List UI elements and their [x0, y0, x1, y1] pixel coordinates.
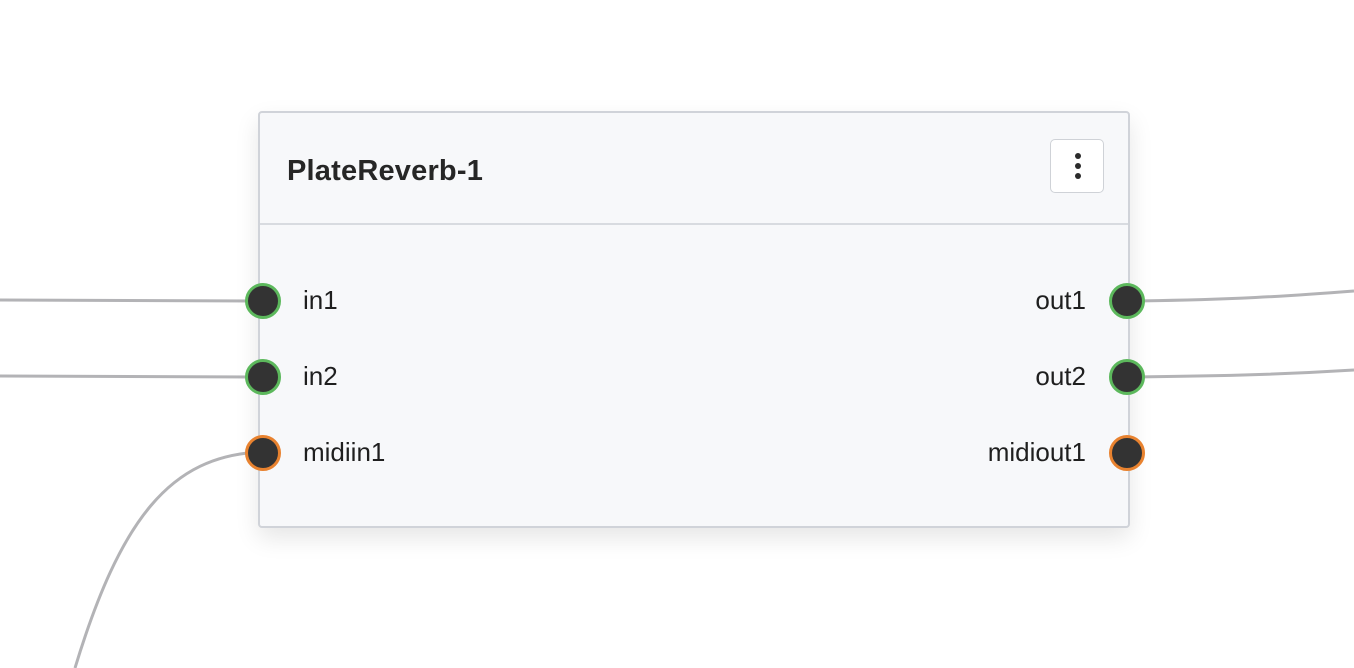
port-label-in2: in2	[303, 361, 338, 391]
wire-in1	[0, 298, 263, 303]
port-in1[interactable]	[245, 283, 281, 319]
wire-midiin1	[73, 450, 263, 668]
port-label-in1: in1	[303, 285, 338, 315]
port-out2[interactable]	[1109, 359, 1145, 395]
port-label-midiout1: midiout1	[987, 437, 1086, 467]
port-label-out1: out1	[1035, 285, 1086, 315]
wire-out2	[1127, 368, 1354, 379]
node-header[interactable]: PlateReverb-1	[260, 113, 1128, 225]
wire-out1	[1127, 289, 1354, 303]
port-midiout1[interactable]	[1109, 435, 1145, 471]
node-title: PlateReverb-1	[287, 155, 484, 187]
port-midiin1[interactable]	[245, 435, 281, 471]
node-menu-button[interactable]	[1050, 139, 1104, 193]
port-label-midiin1: midiin1	[303, 437, 386, 467]
port-in2[interactable]	[245, 359, 281, 395]
port-label-out2: out2	[1035, 361, 1086, 391]
port-out1[interactable]	[1109, 283, 1145, 319]
wire-in2	[0, 374, 263, 379]
plate-reverb-node[interactable]: PlateReverb-1	[258, 111, 1130, 528]
